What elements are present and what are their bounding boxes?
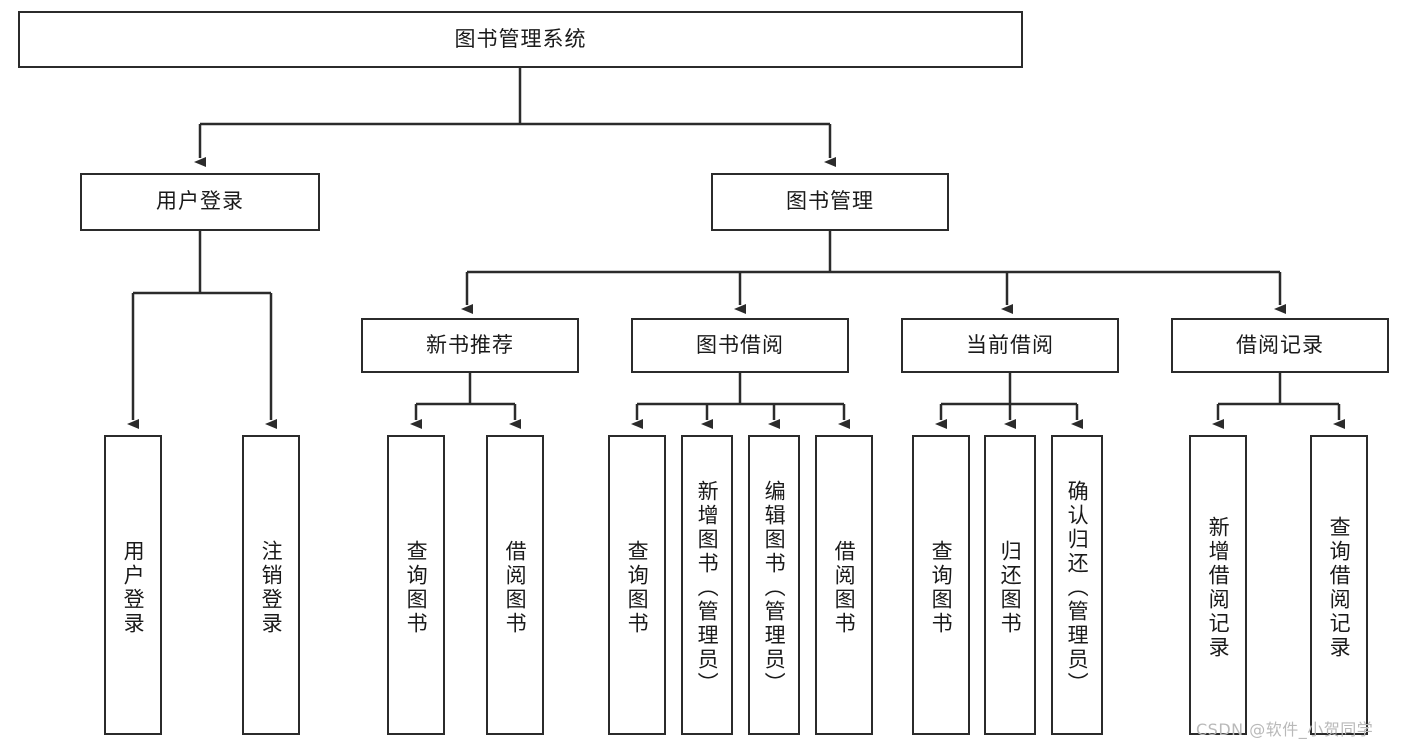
csdn-watermark: CSDN @软件_小贺同学 [1196,720,1374,739]
node-label: 借阅记录 [1236,332,1324,357]
leaf-query-book-2[interactable]: 查询图书 [608,435,666,735]
leaf-borrow-book-2[interactable]: 借阅图书 [815,435,873,735]
leaf-query-book-3[interactable]: 查询图书 [912,435,970,735]
node-label: 新书推荐 [426,332,514,357]
node-label: 借阅图书 [832,540,857,636]
node-book-borrow[interactable]: 图书借阅 [631,318,849,373]
leaf-add-borrow-record[interactable]: 新增借阅记录 [1189,435,1247,735]
node-label: 当前借阅 [966,332,1054,357]
node-label: 查询图书 [625,540,650,636]
node-new-book-recommend[interactable]: 新书推荐 [361,318,579,373]
leaf-query-borrow-record[interactable]: 查询借阅记录 [1310,435,1368,735]
node-book-management-system[interactable]: 图书管理系统 [18,11,1023,68]
leaf-return-book[interactable]: 归还图书 [984,435,1036,735]
node-book-manage[interactable]: 图书管理 [711,173,949,231]
leaf-edit-book-admin[interactable]: 编辑图书（管理员） [748,435,800,735]
node-label: 图书管理 [786,189,874,214]
node-borrow-record[interactable]: 借阅记录 [1171,318,1389,373]
node-label: 用户登录 [156,189,244,214]
node-user-login[interactable]: 用户登录 [80,173,320,231]
node-label: 编辑图书（管理员） [762,480,787,696]
node-label: 查询图书 [929,540,954,636]
node-label: 借阅图书 [503,540,528,636]
node-current-borrow[interactable]: 当前借阅 [901,318,1119,373]
node-label: 新增借阅记录 [1206,516,1231,660]
node-label: 注销登录 [259,540,284,636]
node-label: 查询借阅记录 [1327,516,1352,660]
node-label: 用户登录 [121,540,146,636]
leaf-borrow-book-1[interactable]: 借阅图书 [486,435,544,735]
node-label: 归还图书 [998,540,1023,636]
node-label: 确认归还（管理员） [1065,480,1090,696]
node-label: 查询图书 [404,540,429,636]
leaf-confirm-return-admin[interactable]: 确认归还（管理员） [1051,435,1103,735]
leaf-query-book-1[interactable]: 查询图书 [387,435,445,735]
leaf-logout-login[interactable]: 注销登录 [242,435,300,735]
node-label: 图书管理系统 [454,26,587,51]
node-label: 新增图书（管理员） [695,480,720,696]
leaf-add-book-admin[interactable]: 新增图书（管理员） [681,435,733,735]
node-label: 图书借阅 [696,332,784,357]
leaf-user-login[interactable]: 用户登录 [104,435,162,735]
